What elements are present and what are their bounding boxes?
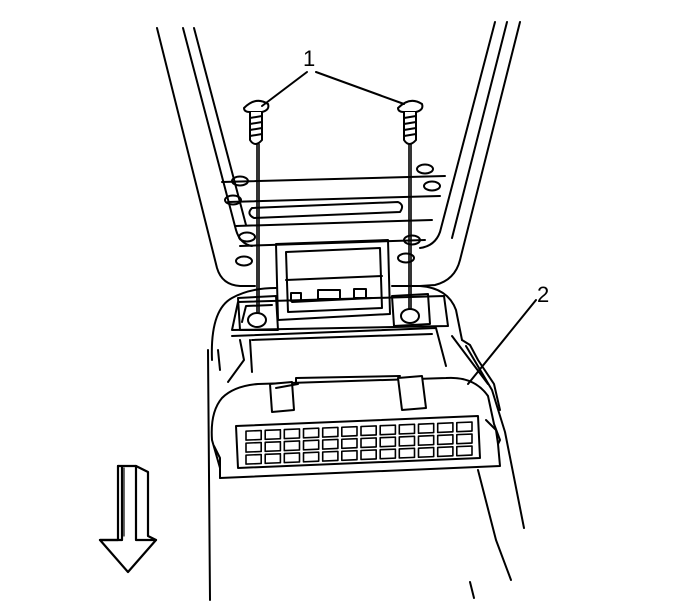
screw-right — [397, 99, 424, 309]
mounting-hole — [231, 175, 249, 187]
callout-2-label: 2 — [537, 282, 549, 307]
grille-cell — [360, 425, 377, 437]
grille-cell — [302, 439, 320, 451]
grille-cell — [398, 447, 416, 459]
grille-cell — [360, 437, 377, 449]
mounting-hole — [397, 252, 415, 264]
callout-2-leader — [467, 299, 537, 385]
grille-cell — [321, 438, 339, 450]
grille-cell — [264, 440, 282, 453]
screw-hole-right — [400, 308, 420, 324]
arrow-down-outline-icon — [98, 464, 158, 574]
grille-cell — [340, 425, 358, 438]
grille-cell — [340, 437, 358, 450]
grille-cell — [340, 449, 358, 462]
mounting-hole — [423, 180, 441, 192]
grille-cell — [417, 434, 435, 446]
mounting-hole — [416, 163, 434, 175]
grille-cell — [417, 446, 435, 458]
grille-cell — [436, 422, 454, 434]
grille-cell — [379, 436, 397, 448]
screw-hole-left — [247, 312, 267, 328]
screw-pads — [237, 293, 431, 331]
grille-cell — [283, 440, 301, 452]
grille-cell — [245, 441, 262, 453]
latch-bracket — [275, 239, 391, 321]
grille-cell — [283, 428, 301, 440]
trim-cover-grille — [245, 421, 473, 465]
grille-cell — [283, 452, 301, 464]
grille-cell — [360, 449, 377, 461]
grille-cell — [302, 451, 320, 463]
grille-cell — [436, 434, 454, 446]
callout-1-label: 1 — [303, 46, 315, 71]
grille-cell — [455, 445, 473, 457]
grille-cell — [321, 450, 339, 462]
grille-cell — [245, 453, 262, 465]
mounting-hole — [224, 194, 242, 206]
grille-cell — [455, 433, 473, 445]
grille-cell — [398, 423, 416, 435]
grille-cell — [264, 452, 282, 465]
screw-left — [243, 99, 270, 313]
grille-cell — [455, 421, 473, 433]
console-lower-body — [207, 285, 525, 601]
grille-cell — [379, 448, 397, 460]
grille-cell — [321, 426, 339, 438]
console-upper-plate — [221, 163, 446, 267]
grille-cell — [302, 427, 320, 439]
grille-cell — [417, 422, 435, 434]
mounting-hole — [238, 231, 256, 243]
mounting-hole — [403, 234, 421, 246]
callout-1-leaders — [261, 71, 405, 107]
grille-cell — [245, 429, 262, 441]
console-upper-body — [156, 21, 521, 287]
grille-cell — [264, 428, 282, 441]
grille-cell — [436, 446, 454, 458]
grille-cell — [398, 435, 416, 447]
mounting-hole — [235, 255, 253, 267]
grille-cell — [379, 424, 397, 436]
